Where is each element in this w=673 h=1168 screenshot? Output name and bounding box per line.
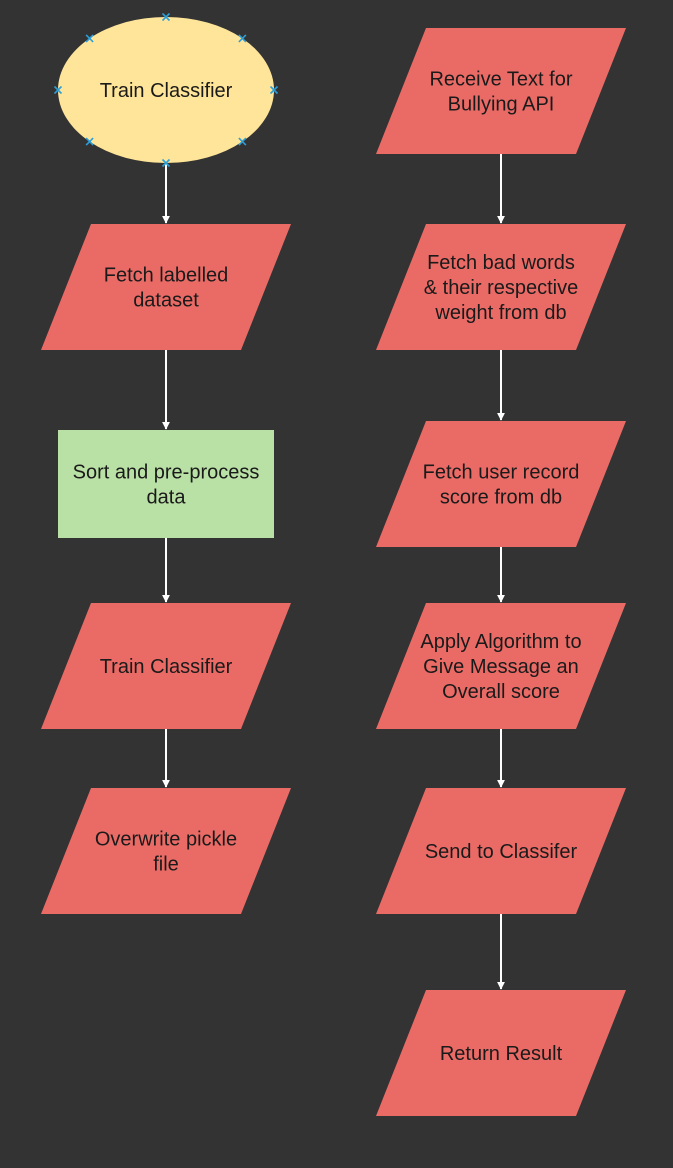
selection-handle-icon[interactable] <box>238 137 247 146</box>
node-shape <box>41 224 291 350</box>
node-shape <box>376 224 626 350</box>
node-label: Send to Classifer <box>425 841 578 863</box>
node-shape <box>41 603 291 729</box>
node-apply-algorithm[interactable]: Apply Algorithm to Give Message an Overall… <box>376 603 626 729</box>
node-shape <box>376 788 626 914</box>
node-fetch-dataset[interactable]: Fetch labelled dataset <box>41 224 291 350</box>
node-shape <box>58 17 274 163</box>
node-label-line: Sort and pre-process <box>73 462 260 484</box>
node-label: Fetch labelled dataset <box>104 265 229 312</box>
node-shape <box>376 603 626 729</box>
node-label: Sort and pre-process data <box>73 462 260 509</box>
selection-handle-icon[interactable] <box>85 137 94 146</box>
node-label: Fetch bad words & their respective weight … <box>424 252 579 324</box>
node-send-classifier[interactable]: Send to Classifer <box>376 788 626 914</box>
node-shape <box>376 990 626 1116</box>
node-label-line: Fetch user record <box>423 462 580 484</box>
node-label-line: Send to Classifer <box>425 841 578 863</box>
node-label-line: Overall score <box>442 681 560 703</box>
node-shape <box>41 788 291 914</box>
selection-handle-icon[interactable] <box>53 85 63 95</box>
node-label: Train Classifier <box>100 80 233 102</box>
node-label: Apply Algorithm to Give Message an Overall… <box>420 631 581 703</box>
node-fetch-user-record[interactable]: Fetch user record score from db <box>376 421 626 547</box>
node-label-line: Bullying API <box>448 94 555 116</box>
node-label-line: weight from db <box>434 302 566 324</box>
node-label: Overwrite pickle file <box>95 829 237 876</box>
node-label-line: Apply Algorithm to <box>420 631 581 653</box>
node-label-line: dataset <box>133 290 199 312</box>
selection-handle-icon[interactable] <box>238 34 247 43</box>
node-label-line: Train Classifier <box>100 80 233 102</box>
node-label-line: Give Message an <box>423 656 579 678</box>
node-label-line: Fetch bad words <box>427 252 575 274</box>
node-label-line: Return Result <box>440 1043 563 1065</box>
node-overwrite-pickle[interactable]: Overwrite pickle file <box>41 788 291 914</box>
node-train-start[interactable]: Train Classifier <box>53 12 279 168</box>
selection-handle-icon[interactable] <box>269 85 279 95</box>
node-label-line: file <box>153 854 179 876</box>
node-fetch-bad-words[interactable]: Fetch bad words & their respective weight … <box>376 224 626 350</box>
node-label-line: score from db <box>440 487 562 509</box>
node-shape <box>376 421 626 547</box>
node-label: Train Classifier <box>100 656 233 678</box>
node-label: Fetch user record score from db <box>423 462 580 509</box>
node-label-line: Train Classifier <box>100 656 233 678</box>
selection-handle-icon[interactable] <box>161 12 171 22</box>
node-label-line: & their respective <box>424 277 579 299</box>
edges-layer <box>162 154 505 990</box>
node-label-line: Overwrite pickle <box>95 829 237 851</box>
node-label-line: Receive Text for <box>429 69 572 91</box>
node-label-line: Fetch labelled <box>104 265 229 287</box>
node-return-result[interactable]: Return Result <box>376 990 626 1116</box>
node-label: Return Result <box>440 1043 563 1065</box>
node-train-classifier[interactable]: Train Classifier <box>41 603 291 729</box>
node-shape <box>376 28 626 154</box>
node-sort-preprocess[interactable]: Sort and pre-process data <box>58 430 274 538</box>
selection-handle-icon[interactable] <box>85 34 94 43</box>
node-label-line: data <box>147 487 187 509</box>
selection-handle-icon[interactable] <box>161 158 171 168</box>
node-shape <box>58 430 274 538</box>
